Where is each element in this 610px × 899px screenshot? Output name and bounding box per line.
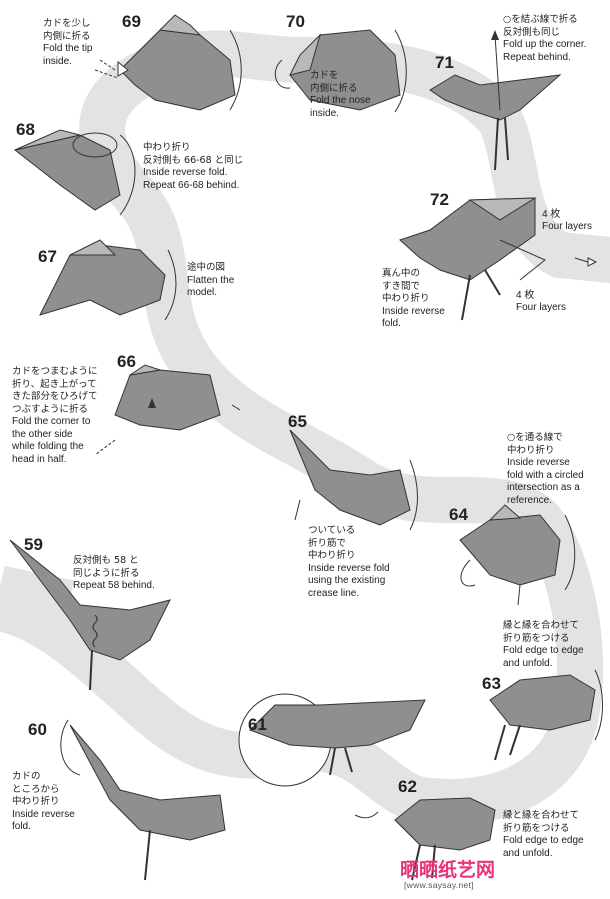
step-number-64: 64 bbox=[449, 505, 468, 525]
step-number-65: 65 bbox=[288, 412, 307, 432]
step-number-71: 71 bbox=[435, 53, 454, 73]
step-number-67: 67 bbox=[38, 247, 57, 267]
step-number-68: 68 bbox=[16, 120, 35, 140]
step-number-72: 72 bbox=[430, 190, 449, 210]
step-71-caption: ○を結ぶ線で折る反対側も同じ Fold up the corner.Repeat… bbox=[503, 14, 586, 64]
watermark-logo: 晒晒纸艺网 bbox=[400, 855, 495, 882]
step-66-caption: カドをつまむように折り、起き上がってきた部分をひろげてつぶすように折る Fold… bbox=[12, 366, 98, 466]
step-number-69: 69 bbox=[122, 12, 141, 32]
step-number-61: 61 bbox=[248, 715, 267, 735]
step-59-caption: 反対側も 58 と同じように折る Repeat 58 behind. bbox=[73, 555, 155, 593]
step-number-63: 63 bbox=[482, 674, 501, 694]
step-number-60: 60 bbox=[28, 720, 47, 740]
step-68-caption: 中わり折り反対側も 66-68 と同じ Inside reverse fold.… bbox=[143, 142, 243, 192]
step-number-59: 59 bbox=[24, 535, 43, 555]
step-number-62: 62 bbox=[398, 777, 417, 797]
watermark-url: [www.saysay.net] bbox=[404, 880, 474, 890]
step-number-66: 66 bbox=[117, 352, 136, 372]
step-number-70: 70 bbox=[286, 12, 305, 32]
